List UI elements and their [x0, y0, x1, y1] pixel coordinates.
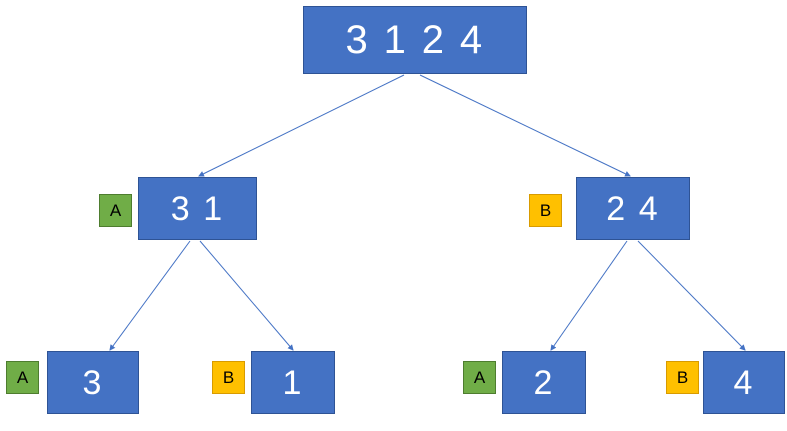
edge-left-2-to-leaf-3	[109, 240, 191, 351]
edge-root-to-left-2	[198, 74, 405, 177]
node-leaf-1[interactable]: 1	[251, 351, 335, 414]
node-root[interactable]: 3 1 2 4	[303, 6, 527, 74]
badge-badge-right-2[interactable]: B	[529, 194, 562, 227]
edge-root-to-right-2	[419, 74, 631, 177]
edge-left-2-to-leaf-1	[199, 240, 294, 351]
edge-right-2-to-leaf-4	[637, 240, 746, 351]
edge-right-2-to-leaf-2	[550, 240, 628, 351]
node-right-2[interactable]: 2 4	[576, 177, 690, 240]
node-left-2[interactable]: 3 1	[138, 177, 257, 240]
badge-badge-leaf-4[interactable]: B	[666, 361, 699, 394]
badge-badge-leaf-1[interactable]: B	[212, 361, 245, 394]
badge-badge-leaf-3[interactable]: A	[6, 361, 39, 394]
node-leaf-3[interactable]: 3	[47, 351, 139, 414]
badge-badge-leaf-2[interactable]: A	[463, 361, 496, 394]
node-leaf-2[interactable]: 2	[502, 351, 586, 414]
badge-badge-left-2[interactable]: A	[99, 194, 132, 227]
node-leaf-4[interactable]: 4	[703, 351, 785, 414]
